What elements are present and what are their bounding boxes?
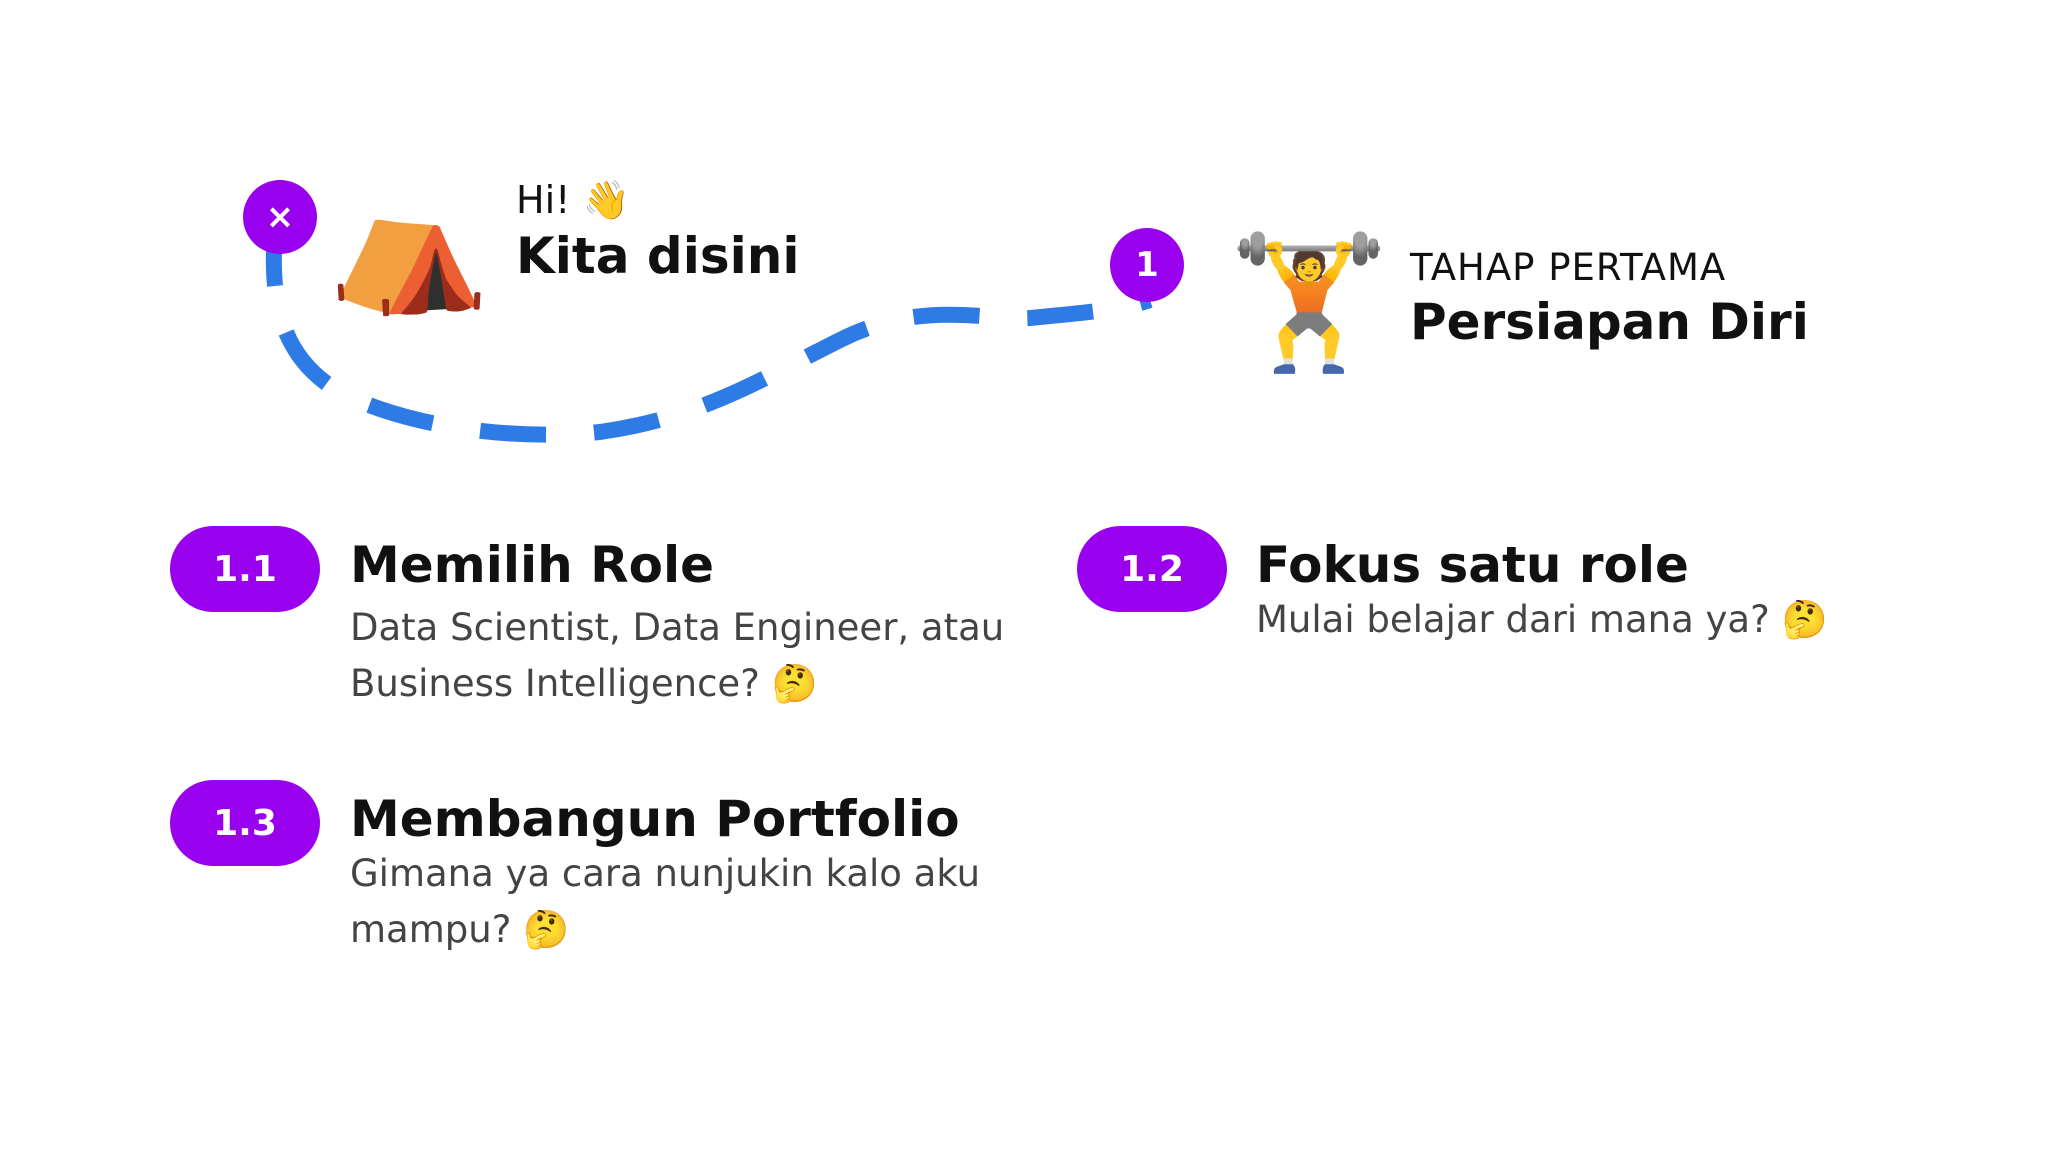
stage-label: TAHAP PERTAMA: [1410, 246, 1727, 289]
start-marker-label: ×: [265, 197, 295, 237]
stage-title: Persiapan Diri: [1410, 293, 1809, 351]
stage-marker: 1: [1110, 228, 1184, 302]
start-title: Kita disini: [516, 227, 800, 285]
step-number: 1.3: [213, 802, 277, 844]
greeting-text: Hi! 👋: [516, 178, 630, 222]
step-description-1-2: Mulai belajar dari mana ya? 🤔: [1256, 598, 1828, 641]
step-description-1-3: Gimana ya cara nunjukin kalo aku mampu? …: [350, 852, 981, 951]
step-title-1-2: Fokus satu role: [1256, 536, 1689, 594]
step-badge-1-1: 1.1: [170, 526, 320, 612]
weightlifter-icon: 🏋️: [1228, 226, 1390, 378]
tent-icon: ⛺: [328, 167, 490, 319]
start-marker: ×: [243, 180, 317, 254]
step-badge-1-3: 1.3: [170, 780, 320, 866]
step-description-1-1: Data Scientist, Data Engineer, atau Busi…: [350, 606, 1005, 705]
stage-marker-label: 1: [1135, 245, 1159, 285]
step-title-1-3: Membangun Portfolio: [350, 790, 960, 848]
step-number: 1.2: [1120, 548, 1184, 590]
step-title-1-1: Memilih Role: [350, 536, 715, 594]
step-badge-1-2: 1.2: [1077, 526, 1227, 612]
step-number: 1.1: [213, 548, 277, 590]
